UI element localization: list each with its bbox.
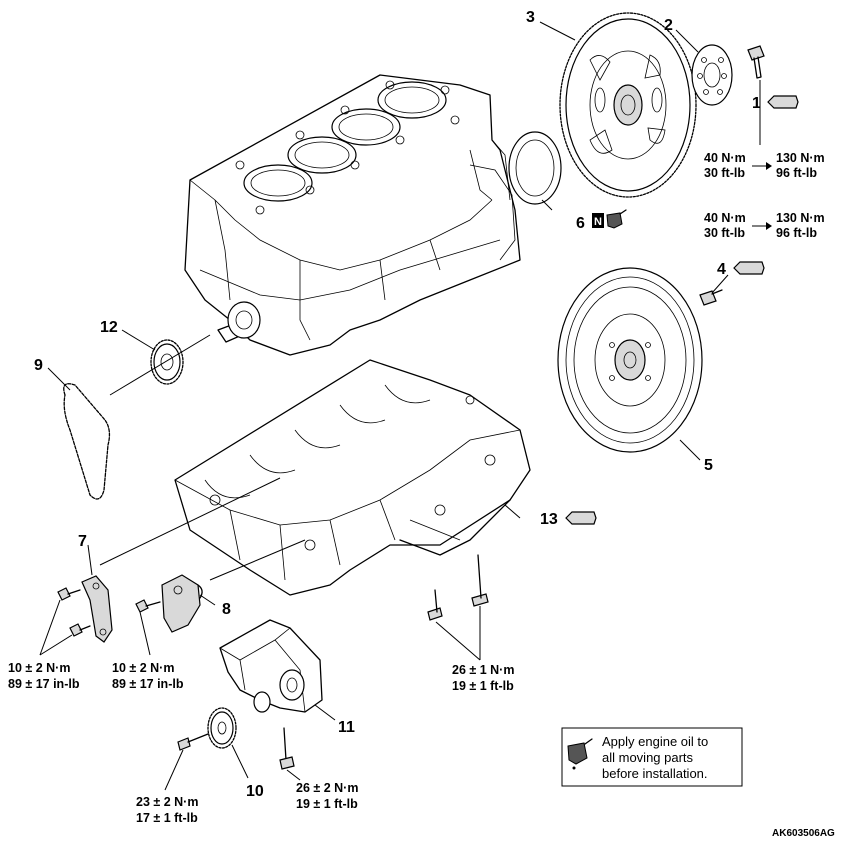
bolt-arrow-icons	[565, 95, 799, 525]
flywheel-torque-stage1-nm: 40 N·m	[704, 211, 746, 225]
pump-bolt-torque-ftlb: 19 ± 1 ft-lb	[296, 797, 358, 811]
flywheel-bolt	[699, 289, 723, 306]
adapter-plate	[691, 44, 733, 106]
cylinder-block	[184, 74, 521, 356]
chain-guide	[81, 575, 113, 643]
flexplate-bolt	[747, 45, 765, 79]
flexplate-torque-stage1-ft: 30 ft-lb	[704, 166, 745, 180]
oil-pump-assembly	[219, 619, 323, 713]
flywheel-torque-stage2-ft: 96 ft-lb	[776, 226, 817, 240]
part-label-12: 12	[100, 319, 118, 336]
new-part-marker-text: N	[594, 216, 602, 228]
sprocket-bolt-torque-nm: 23 ± 2 N·m	[136, 795, 198, 809]
part-label-2: 2	[664, 17, 673, 34]
guide-bolts-torque-nm: 10 ± 2 N·m	[8, 661, 70, 675]
torque-pump-bolt: 26 ± 2 N·m 19 ± 1 ft-lb	[296, 781, 358, 811]
drawing-code: AK603506AG	[772, 828, 835, 839]
part-label-5: 5	[704, 457, 713, 474]
flexplate-torque-stage2-nm: 130 N·m	[776, 151, 825, 165]
arrow-icon-13	[565, 511, 597, 525]
torque-ladder-bolts: 26 ± 1 N·m 19 ± 1 ft-lb	[452, 663, 514, 693]
chain-tensioner	[161, 574, 203, 633]
crankshaft-sprocket	[150, 339, 184, 385]
pump-bolt	[279, 727, 295, 770]
torque-tensioner-bolt: 10 ± 2 N·m 89 ± 17 in-lb	[112, 661, 184, 691]
arrow-icon-1	[767, 95, 799, 109]
flywheel	[557, 267, 703, 453]
pump-bolt-torque-nm: 26 ± 2 N·m	[296, 781, 358, 795]
legend-line-1: Apply engine oil to	[602, 734, 708, 749]
flexplate	[559, 12, 697, 198]
part-label-6: 6	[576, 215, 585, 232]
ladder-bolt-short	[427, 589, 443, 621]
part-label-1: 1	[752, 95, 761, 112]
ladder-bolts-torque-nm: 26 ± 1 N·m	[452, 663, 514, 677]
part-label-11: 11	[338, 719, 355, 736]
oil-can-icon	[606, 209, 627, 229]
arrow-right-icon	[752, 162, 772, 170]
legend-line-3: before installation.	[602, 766, 708, 781]
guide-bolt-upper	[57, 587, 81, 601]
rear-oil-seal	[508, 131, 562, 205]
part-label-8: 8	[222, 601, 231, 618]
leader-lines	[39, 21, 761, 791]
flywheel-torque-stage1-ft: 30 ft-lb	[704, 226, 745, 240]
new-part-icon	[592, 213, 604, 228]
sprocket-bolt-torque-ftlb: 17 ± 1 ft-lb	[136, 811, 198, 825]
timing-chain	[63, 383, 111, 500]
flexplate-torque-stage2-ft: 96 ft-lb	[776, 166, 817, 180]
torque-flywheel: 40 N·m 30 ft-lb 130 N·m 96 ft-lb	[704, 211, 825, 240]
oil-can-icon	[567, 738, 593, 770]
guide-bolt-lower	[69, 623, 91, 637]
part-label-4: 4	[717, 261, 726, 278]
legend-line-2: all moving parts	[602, 750, 694, 765]
torque-sprocket-bolt: 23 ± 2 N·m 17 ± 1 ft-lb	[136, 795, 198, 825]
torque-guide-bolts: 10 ± 2 N·m 89 ± 17 in-lb	[8, 661, 80, 691]
ladder-bolt-long	[471, 554, 489, 607]
tensioner-bolt-torque-nm: 10 ± 2 N·m	[112, 661, 174, 675]
flywheel-torque-stage2-nm: 130 N·m	[776, 211, 825, 225]
torque-flexplate: 40 N·m 30 ft-lb 130 N·m 96 ft-lb	[704, 151, 825, 180]
sprocket-bolt	[177, 733, 209, 751]
part-label-13: 13	[540, 511, 558, 528]
part-label-3: 3	[526, 9, 535, 26]
ladder-bolts-torque-ftlb: 19 ± 1 ft-lb	[452, 679, 514, 693]
arrow-right-icon	[752, 222, 772, 230]
legend-box: Apply engine oil to all moving parts bef…	[561, 727, 743, 787]
part-label-10: 10	[246, 783, 264, 800]
guide-bolts-torque-inlb: 89 ± 17 in-lb	[8, 677, 80, 691]
flexplate-torque-stage1-nm: 40 N·m	[704, 151, 746, 165]
part-label-7: 7	[78, 533, 87, 550]
lower-crankcase	[174, 359, 531, 596]
part-label-9: 9	[34, 357, 43, 374]
tensioner-bolt-torque-inlb: 89 ± 17 in-lb	[112, 677, 184, 691]
new-part-marker: N	[592, 209, 627, 229]
pump-sprocket	[207, 707, 237, 749]
arrow-icon-4	[733, 261, 765, 275]
part-labels: 3 2 1 6 4 5 12 9 13 7 8 11 10	[34, 9, 761, 800]
tensioner-bolt	[135, 599, 161, 613]
